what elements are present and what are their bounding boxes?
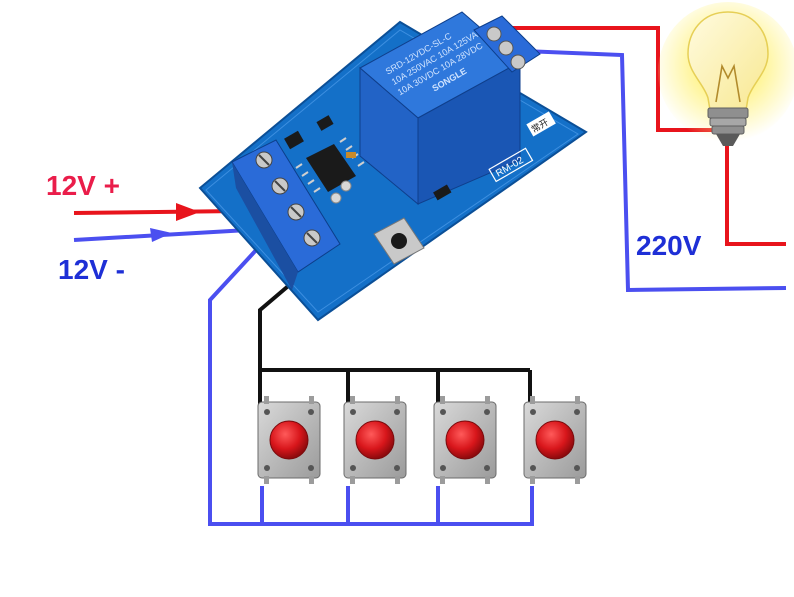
- power-negative-label: 12V -: [58, 254, 125, 285]
- relay-module-icon: SRD-12VDC-SL-C 10A 250VAC 10A 125VAC 10A…: [198, 11, 588, 322]
- push-button-icon: [535, 420, 575, 460]
- onboard-button: [373, 217, 425, 265]
- push-buttons: [257, 396, 587, 484]
- ac-red-wire-bottom: [725, 142, 786, 246]
- positive-input-wire: [73, 209, 241, 215]
- positive-arrow-icon: [176, 203, 200, 221]
- push-button-icon: [355, 420, 395, 460]
- light-bulb-icon: [658, 2, 794, 146]
- button-wiring: [208, 246, 534, 526]
- ac-red-wire-top: [490, 26, 712, 132]
- power-positive-label: 12V +: [46, 170, 120, 201]
- push-button-icon: [269, 420, 309, 460]
- relay: SRD-12VDC-SL-C 10A 250VAC 10A 125VAC 10A…: [359, 11, 521, 206]
- board-model-box: [488, 147, 534, 183]
- output-terminal-block: [473, 15, 541, 73]
- ac-blue-wire: [499, 48, 787, 293]
- push-button-3[interactable]: [433, 396, 497, 484]
- push-button-4[interactable]: [523, 396, 587, 484]
- negative-arrow-icon: [150, 228, 172, 242]
- ac-wires: [490, 26, 787, 293]
- push-button-icon: [445, 420, 485, 460]
- push-button-2[interactable]: [343, 396, 407, 484]
- button-black-common-wire: [258, 274, 530, 372]
- dc-input-wires: [73, 203, 249, 242]
- input-terminal-block: [231, 139, 341, 290]
- button-blue-common-wire: [208, 246, 534, 526]
- push-button-1[interactable]: [257, 396, 321, 484]
- ac-voltage-label: 220V: [636, 230, 702, 261]
